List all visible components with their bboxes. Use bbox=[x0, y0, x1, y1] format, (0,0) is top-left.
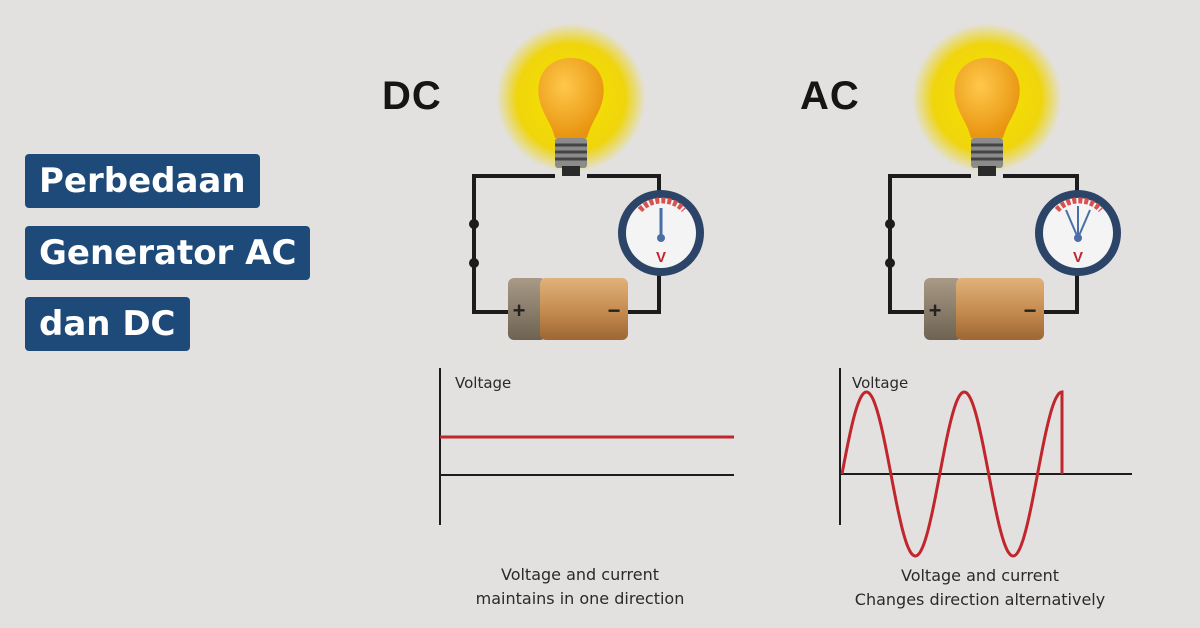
ac-circuit: + − V bbox=[885, 23, 1121, 340]
ac-battery-icon bbox=[924, 278, 1044, 340]
title-line-3: dan DC bbox=[25, 297, 190, 351]
dc-bulb-base bbox=[555, 138, 587, 176]
ac-caption-line-2: Changes direction alternatively bbox=[854, 590, 1106, 609]
ac-battery-plus: + bbox=[929, 298, 942, 323]
ac-caption-line-1: Voltage and current bbox=[900, 566, 1059, 585]
dc-node bbox=[469, 258, 479, 268]
dc-wire-top bbox=[587, 174, 661, 196]
ac-wire-right bbox=[1044, 270, 1079, 314]
dc-y-axis-label: Voltage bbox=[455, 374, 512, 392]
dc-circuit: + − V bbox=[469, 23, 704, 340]
ac-sine-wave bbox=[840, 390, 1064, 558]
dc-voltmeter-icon bbox=[618, 190, 704, 276]
dc-voltage-chart bbox=[439, 368, 734, 525]
ac-bulb-icon bbox=[954, 58, 1020, 138]
title-line-1: Perbedaan bbox=[25, 154, 260, 208]
dc-caption: Voltage and current maintains in one dir… bbox=[430, 563, 730, 611]
dc-battery-plus: + bbox=[513, 298, 526, 323]
dc-battery-minus: − bbox=[608, 298, 621, 323]
ac-node bbox=[885, 219, 895, 229]
dc-node bbox=[469, 219, 479, 229]
ac-y-axis-label: Voltage bbox=[852, 374, 909, 392]
ac-node bbox=[885, 258, 895, 268]
dc-meter-unit: V bbox=[656, 249, 666, 266]
dc-battery-icon bbox=[508, 278, 628, 340]
ac-label: AC bbox=[800, 74, 860, 118]
ac-meter-unit: V bbox=[1073, 249, 1083, 266]
ac-voltage-chart bbox=[839, 368, 1132, 558]
dc-caption-line-1: Voltage and current bbox=[500, 565, 659, 584]
ac-voltmeter-icon bbox=[1035, 190, 1121, 276]
dc-wire-right bbox=[628, 270, 661, 314]
dc-label: DC bbox=[382, 74, 442, 118]
ac-battery-minus: − bbox=[1024, 298, 1037, 323]
title-line-2: Generator AC bbox=[25, 226, 311, 280]
dc-bulb-icon bbox=[538, 58, 604, 138]
dc-wire-left bbox=[472, 174, 555, 314]
ac-bulb-base bbox=[971, 138, 1003, 176]
dc-caption-line-2: maintains in one direction bbox=[475, 589, 685, 608]
ac-wire-left bbox=[888, 174, 971, 314]
ac-wire-top bbox=[1003, 174, 1079, 196]
ac-caption: Voltage and current Changes direction al… bbox=[830, 564, 1130, 612]
